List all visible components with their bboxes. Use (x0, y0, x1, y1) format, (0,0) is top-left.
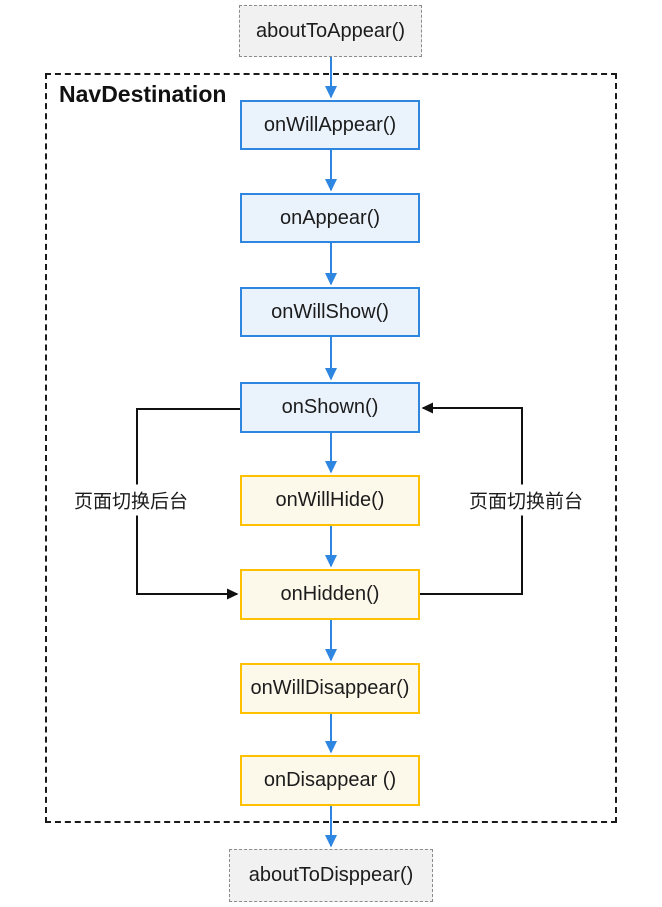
node-onDisappear: onDisappear () (240, 755, 420, 806)
node-onShown: onShown() (240, 382, 420, 433)
node-onWillShow: onWillShow() (240, 287, 420, 337)
node-onWillAppear: onWillAppear() (240, 100, 420, 150)
edge-label-switch-to-foreground: 页面切换前台 (465, 484, 587, 516)
edge-label-switch-to-background: 页面切换后台 (70, 484, 192, 516)
node-onHidden: onHidden() (240, 569, 420, 620)
navdestination-title: NavDestination (59, 81, 227, 107)
node-aboutToAppear: aboutToAppear() (239, 5, 422, 57)
node-onAppear: onAppear() (240, 193, 420, 243)
node-aboutToDisppear: aboutToDisppear() (229, 849, 433, 902)
node-onWillDisappear: onWillDisappear() (240, 663, 420, 714)
node-onWillHide: onWillHide() (240, 475, 420, 526)
